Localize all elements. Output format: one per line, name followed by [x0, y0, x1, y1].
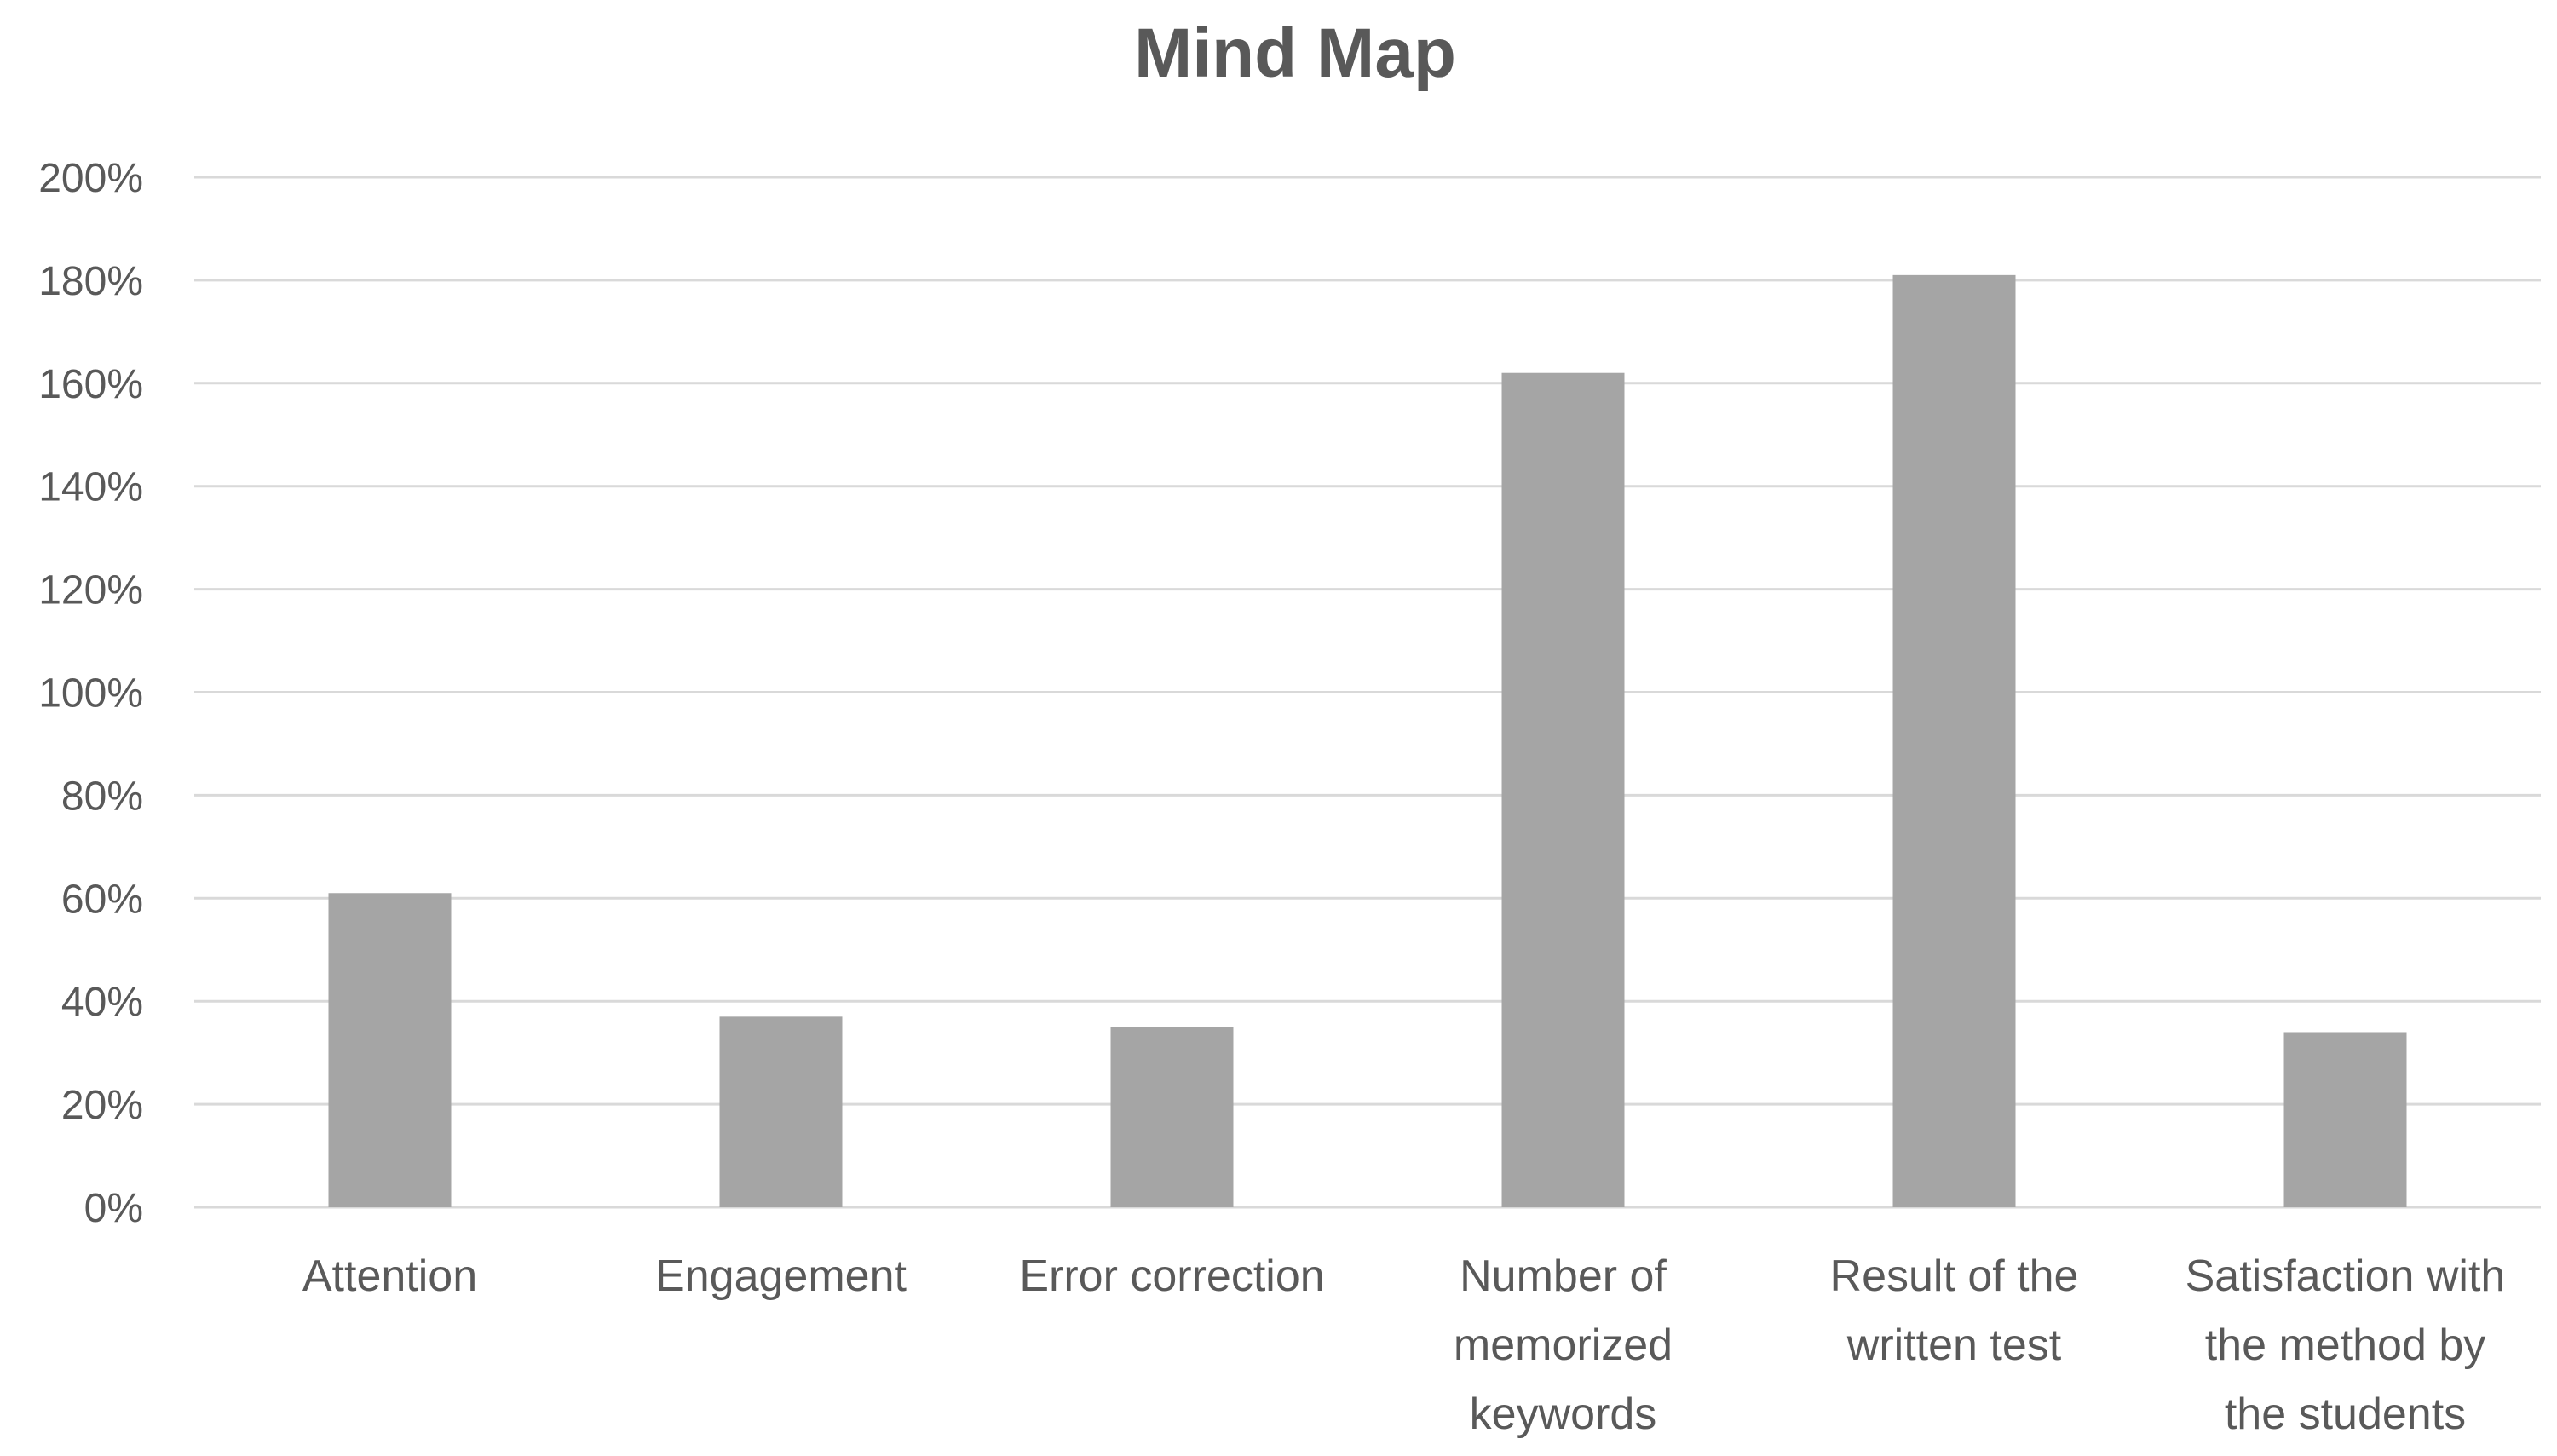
y-tick-label: 160%: [38, 362, 143, 407]
y-axis: 0% 20% 40% 60% 80% 100% 120% 140% 160% 180% 200%: [38, 156, 143, 1231]
y-tick-label: 80%: [61, 774, 143, 819]
bar: [719, 1016, 843, 1207]
bars: [328, 274, 2407, 1208]
bar: [1110, 1027, 1234, 1207]
y-tick-label: 200%: [38, 156, 143, 201]
y-tick-label: 20%: [61, 1083, 143, 1128]
x-axis: Attention Engagement Error correction Numbe…: [302, 1252, 2506, 1439]
bar: [1892, 274, 2016, 1208]
bar: [2283, 1032, 2407, 1207]
y-tick-label: 180%: [38, 259, 143, 304]
y-tick-label: 120%: [38, 568, 143, 613]
chart-title: Mind Map: [1134, 14, 1456, 92]
bar: [1501, 372, 1625, 1208]
gridlines: [194, 176, 2541, 1209]
x-tick-label: Engagement: [655, 1252, 907, 1301]
y-tick-label: 0%: [84, 1186, 143, 1231]
x-tick-label: Attention: [302, 1252, 477, 1301]
bar: [328, 893, 452, 1207]
y-tick-label: 140%: [38, 465, 143, 510]
y-tick-label: 40%: [61, 980, 143, 1025]
y-tick-label: 60%: [61, 877, 143, 922]
x-tick-label: Error correction: [1019, 1252, 1324, 1301]
y-tick-label: 100%: [38, 671, 143, 716]
